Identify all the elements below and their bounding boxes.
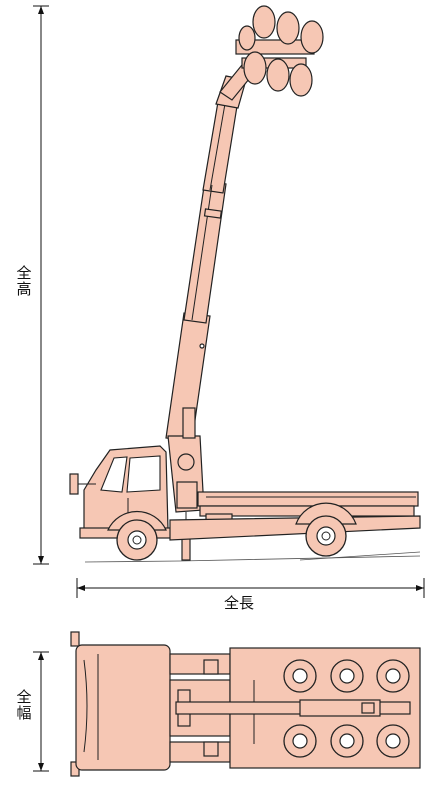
length-label: 全長: [224, 594, 255, 612]
truck-bed: [169, 491, 421, 541]
height-dimension: [33, 5, 49, 565]
boom-turret: [167, 407, 205, 561]
top-view-truck: [70, 631, 421, 777]
width-dimension: [33, 651, 49, 772]
top-view-lamps: [283, 659, 410, 758]
ground-line: [84, 551, 421, 563]
aerial-boom: [165, 59, 259, 442]
floodlight-cluster: [235, 5, 324, 97]
side-wheels: [107, 502, 357, 561]
length-dimension: [76, 578, 425, 598]
width-label: 全幅: [16, 688, 32, 722]
height-label: 全高: [16, 264, 32, 298]
